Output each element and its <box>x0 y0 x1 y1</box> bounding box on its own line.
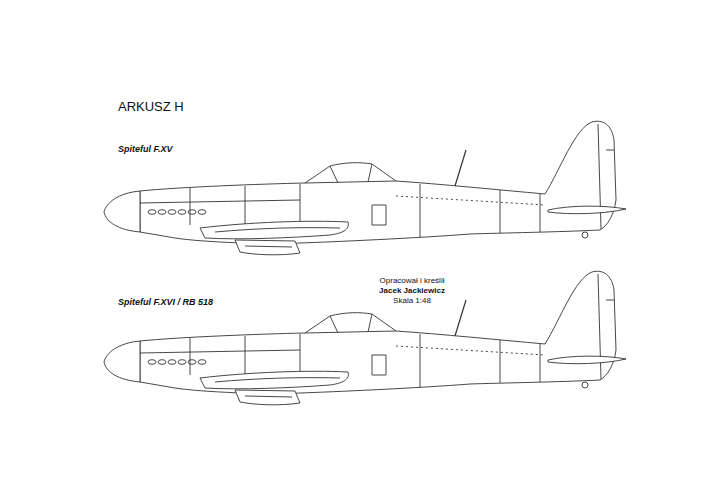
aircraft-side-view <box>104 271 626 405</box>
author-name: Jacek Jackiewicz <box>379 287 445 296</box>
scale-note: Skala 1:48 <box>393 297 431 306</box>
sheet-title: ARKUSZ H <box>118 100 184 114</box>
aircraft-name: Spiteful F.XVI / RB 518 <box>118 298 213 308</box>
aircraft-side-view <box>104 121 626 255</box>
author-note: Opracował i kreślił <box>380 277 445 286</box>
aircraft-name: Spiteful F.XV <box>118 145 173 155</box>
